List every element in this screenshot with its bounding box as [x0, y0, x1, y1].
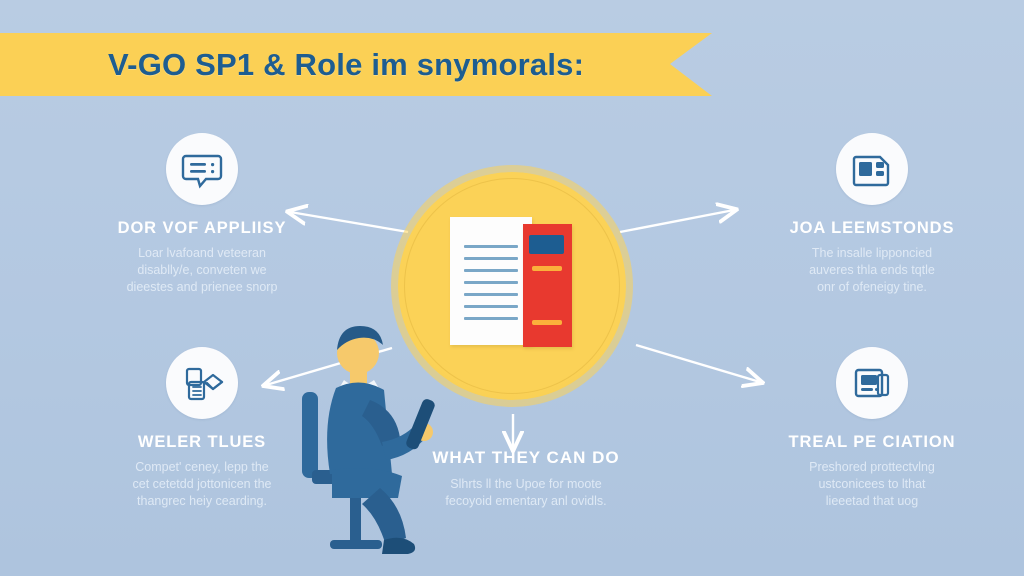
body-line: Preshored prottectvlng [809, 460, 935, 474]
body-line: auveres thla ends tqtle [809, 263, 935, 277]
quadrant-bottom-left: WELER TLUES Compet' ceney, lepp the cet … [72, 347, 332, 510]
speech-bubble-icon [166, 133, 238, 205]
arrow-to-top-right [619, 210, 734, 234]
document-layout-icon [836, 133, 908, 205]
quadrant-body: The insalle lipponcied auveres thla ends… [742, 245, 1002, 296]
paper-sheet [450, 217, 532, 345]
title-banner: V-GO SP1 & Role im snymorals: [0, 33, 712, 96]
quadrant-bottom-right: TREAL PE CIATION Preshored prottectvlng … [742, 347, 1002, 510]
body-line: onr of ofeneigy tine. [817, 280, 927, 294]
quadrant-body: Preshored prottectvlng ustconicees to lt… [742, 459, 1002, 510]
bottom-center-heading: WHAT THEY CAN DO [432, 448, 620, 467]
body-line: cet cetetdd jottonicen the [132, 477, 272, 491]
seated-man-with-tablet-illustration [302, 326, 435, 554]
red-book [523, 224, 572, 347]
body-line: fecoyoid ementary anl ovidls. [445, 494, 607, 508]
newspaper-icon [836, 347, 908, 419]
documents-check-icon [166, 347, 238, 419]
quadrant-top-right: JOA LEEMSTONDS The insalle lipponcied au… [742, 133, 1002, 296]
body-line: The insalle lipponcied [811, 246, 933, 260]
body-line: lieeetad that uog [825, 494, 919, 508]
bottom-center-block: WHAT THEY CAN DO Slhrts ll the Upoe for … [396, 448, 656, 510]
quadrant-body: Loar lvafoand veteeran disablly/e, conve… [72, 245, 332, 296]
book-band [529, 235, 564, 254]
quadrant-heading: JOA LEEMSTONDS [789, 219, 955, 237]
quadrant-body: Compet' ceney, lepp the cet cetetdd jott… [72, 459, 332, 510]
body-line: disablly/e, conveten we [137, 263, 267, 277]
body-line: ustconicees to lthat [818, 477, 926, 491]
body-line: thangrec heiy cearding. [137, 494, 267, 508]
body-line: Slhrts ll the Upoe for moote [450, 477, 602, 491]
body-line: Compet' ceney, lepp the [135, 460, 269, 474]
body-line: dieestes and prienee snorp [126, 280, 278, 294]
page-title: V-GO SP1 & Role im snymorals: [108, 46, 585, 82]
quadrant-heading: WELER TLUES [137, 433, 267, 451]
body-line: Loar lvafoand veteeran [138, 246, 266, 260]
bottom-center-body: Slhrts ll the Upoe for moote fecoyoid em… [396, 476, 656, 510]
quadrant-heading: DOR VOF APPLIISY [117, 219, 287, 237]
document-and-book-icon [450, 217, 584, 352]
quadrant-top-left: DOR VOF APPLIISY Loar lvafoand veteeran … [72, 133, 332, 296]
quadrant-heading: TREAL PE CIATION [788, 433, 956, 451]
